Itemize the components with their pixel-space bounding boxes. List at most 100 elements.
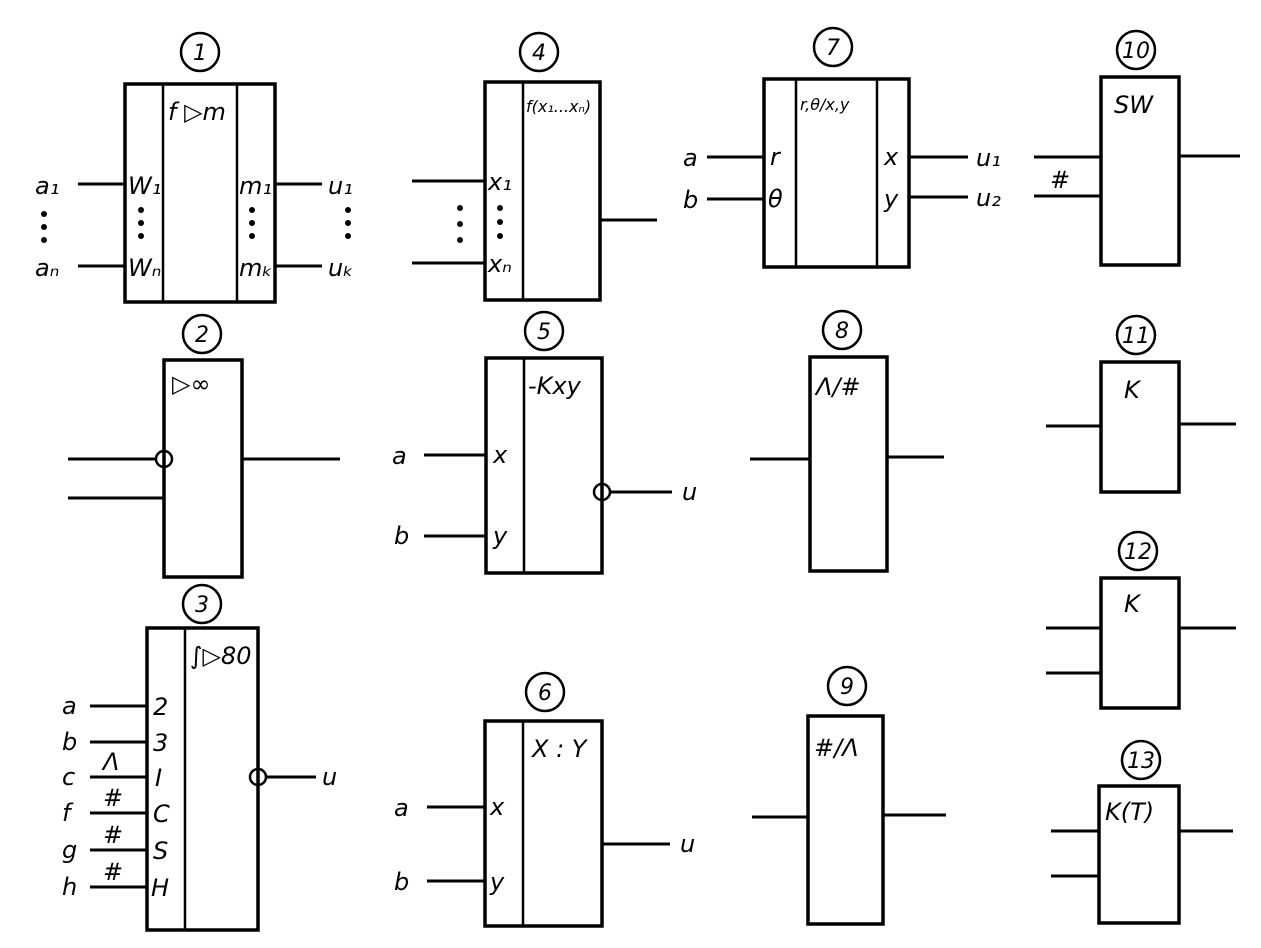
block-6: 6 X : Y a b x y u (394, 671, 695, 928)
block-3-pin-C: C (153, 800, 170, 828)
block-2-number-circle (181, 313, 223, 355)
block-7-body (762, 77, 911, 269)
block-3-pin-S: S (153, 837, 168, 865)
block-5-number: 5 (537, 320, 551, 345)
block-2: 2 ▷∞ (68, 313, 340, 579)
block-5-number-circle (523, 310, 565, 352)
block-11-body (1099, 360, 1181, 494)
block-2-inverting-circle (154, 449, 174, 469)
block-11-function: K (1124, 376, 1142, 404)
block-3-body (145, 626, 260, 932)
block-3-pin-I: I (155, 764, 162, 792)
block-3-function: ∫▷80 (190, 642, 252, 670)
block-4-number-circle (518, 31, 560, 73)
block-13: 13 K(T) (1051, 739, 1233, 925)
block-3-pin-3: 3 (153, 729, 168, 757)
block-3-number-circle (181, 583, 223, 625)
block-4-pin-1: x₁ (487, 168, 512, 196)
block-3-inputs (90, 704, 147, 889)
block-6-pin-y: y (489, 868, 505, 896)
block-7-pin-theta: θ (768, 185, 783, 213)
block-5-input-b: b (394, 522, 409, 550)
block-10-function: SW (1114, 91, 1154, 119)
block-1-number-circle (179, 31, 221, 73)
block-10-mark: # (1050, 166, 1070, 194)
block-8-number-circle (821, 309, 863, 351)
block-1-output-k: uₖ (328, 254, 353, 282)
block-6-number-circle (524, 671, 566, 713)
block-6-input-b: b (394, 868, 409, 896)
block-9: 9 #/Λ (752, 665, 946, 926)
block-3-pin-2: 2 (153, 693, 168, 721)
block-1: 1 f ▷m a₁ aₙ W₁ Wₙ m₁ mₖ u₁ uₖ (35, 31, 353, 304)
block-8: 8 Λ/# (750, 309, 944, 573)
block-4: 4 f(x₁...xₙ) x₁ xₙ (412, 31, 657, 302)
block-2-number: 2 (195, 323, 209, 348)
block-2-body (162, 358, 244, 579)
block-7-input-b: b (683, 186, 698, 214)
block-11: 11 K (1046, 314, 1236, 494)
block-11-number-circle (1115, 314, 1157, 356)
block-4-function: f(x₁...xₙ) (526, 97, 591, 116)
block-8-number: 8 (835, 319, 849, 344)
block-6-pin-x: x (489, 793, 505, 821)
block-3-number: 3 (195, 593, 209, 618)
block-12-number-circle (1117, 530, 1159, 572)
block-1-weight-1: W₁ (128, 172, 161, 200)
ellipsis-dots (41, 207, 351, 243)
block-13-number: 13 (1127, 749, 1155, 774)
block-1-input-1: a₁ (35, 172, 59, 200)
block-5-function: -Kxy (528, 372, 582, 400)
block-7-function: r,θ/x,y (800, 95, 850, 114)
block-5: 5 -Kxy a b x y u (392, 310, 697, 575)
block-5-pin-y: y (492, 522, 508, 550)
block-3-input-a: a (62, 692, 77, 720)
block-6-number: 6 (538, 681, 552, 706)
block-1-output-1: u₁ (328, 172, 353, 200)
block-11-number: 11 (1122, 324, 1150, 349)
block-5-input-a: a (392, 442, 407, 470)
block-6-function: X : Y (530, 735, 589, 763)
block-7-pin-y: y (883, 185, 899, 213)
block-7-output-2: u₂ (976, 184, 1001, 212)
block-1-m-k: mₖ (239, 254, 273, 282)
block-6-output: u (680, 830, 695, 858)
block-8-function: Λ/# (814, 373, 861, 401)
block-13-number-circle (1120, 739, 1162, 781)
block-3-mark-4: # (103, 858, 123, 886)
block-12: 12 K (1046, 530, 1236, 710)
block-7: 7 r,θ/x,y a b r θ x y u₁ u₂ (683, 26, 1001, 269)
block-4-body (483, 80, 602, 302)
block-7-input-a: a (683, 144, 698, 172)
block-3-input-c: c (62, 763, 75, 791)
block-4-number: 4 (532, 41, 546, 66)
block-7-pin-r: r (770, 143, 782, 171)
block-7-output-1: u₁ (976, 144, 1001, 172)
block-3-input-f: f (62, 799, 74, 827)
block-5-output: u (682, 478, 697, 506)
block-10-number: 10 (1122, 39, 1150, 64)
block-7-pin-x: x (883, 143, 899, 171)
block-3-input-b: b (62, 728, 77, 756)
block-4-pin-n: xₙ (487, 250, 512, 278)
block-9-number-circle (826, 665, 868, 707)
block-9-function: #/Λ (814, 734, 859, 762)
block-1-m-1: m₁ (239, 172, 272, 200)
block-7-number: 7 (826, 36, 840, 61)
block-9-body (806, 714, 885, 926)
block-10: 10 SW # (1034, 29, 1240, 267)
block-9-number: 9 (840, 675, 854, 700)
block-3-pin-H: H (151, 874, 169, 902)
block-4-ellipsis (457, 205, 503, 243)
block-6-body (483, 719, 604, 928)
block-13-body (1097, 784, 1181, 925)
block-2-function: ▷∞ (172, 370, 210, 398)
block-1-body (123, 82, 277, 304)
block-10-number-circle (1115, 29, 1157, 71)
block-1-input-n: aₙ (35, 254, 59, 282)
block-12-body (1099, 576, 1181, 710)
block-3-output: u (322, 763, 337, 791)
block-13-function: K(T) (1105, 798, 1154, 826)
block-1-number: 1 (193, 41, 207, 66)
